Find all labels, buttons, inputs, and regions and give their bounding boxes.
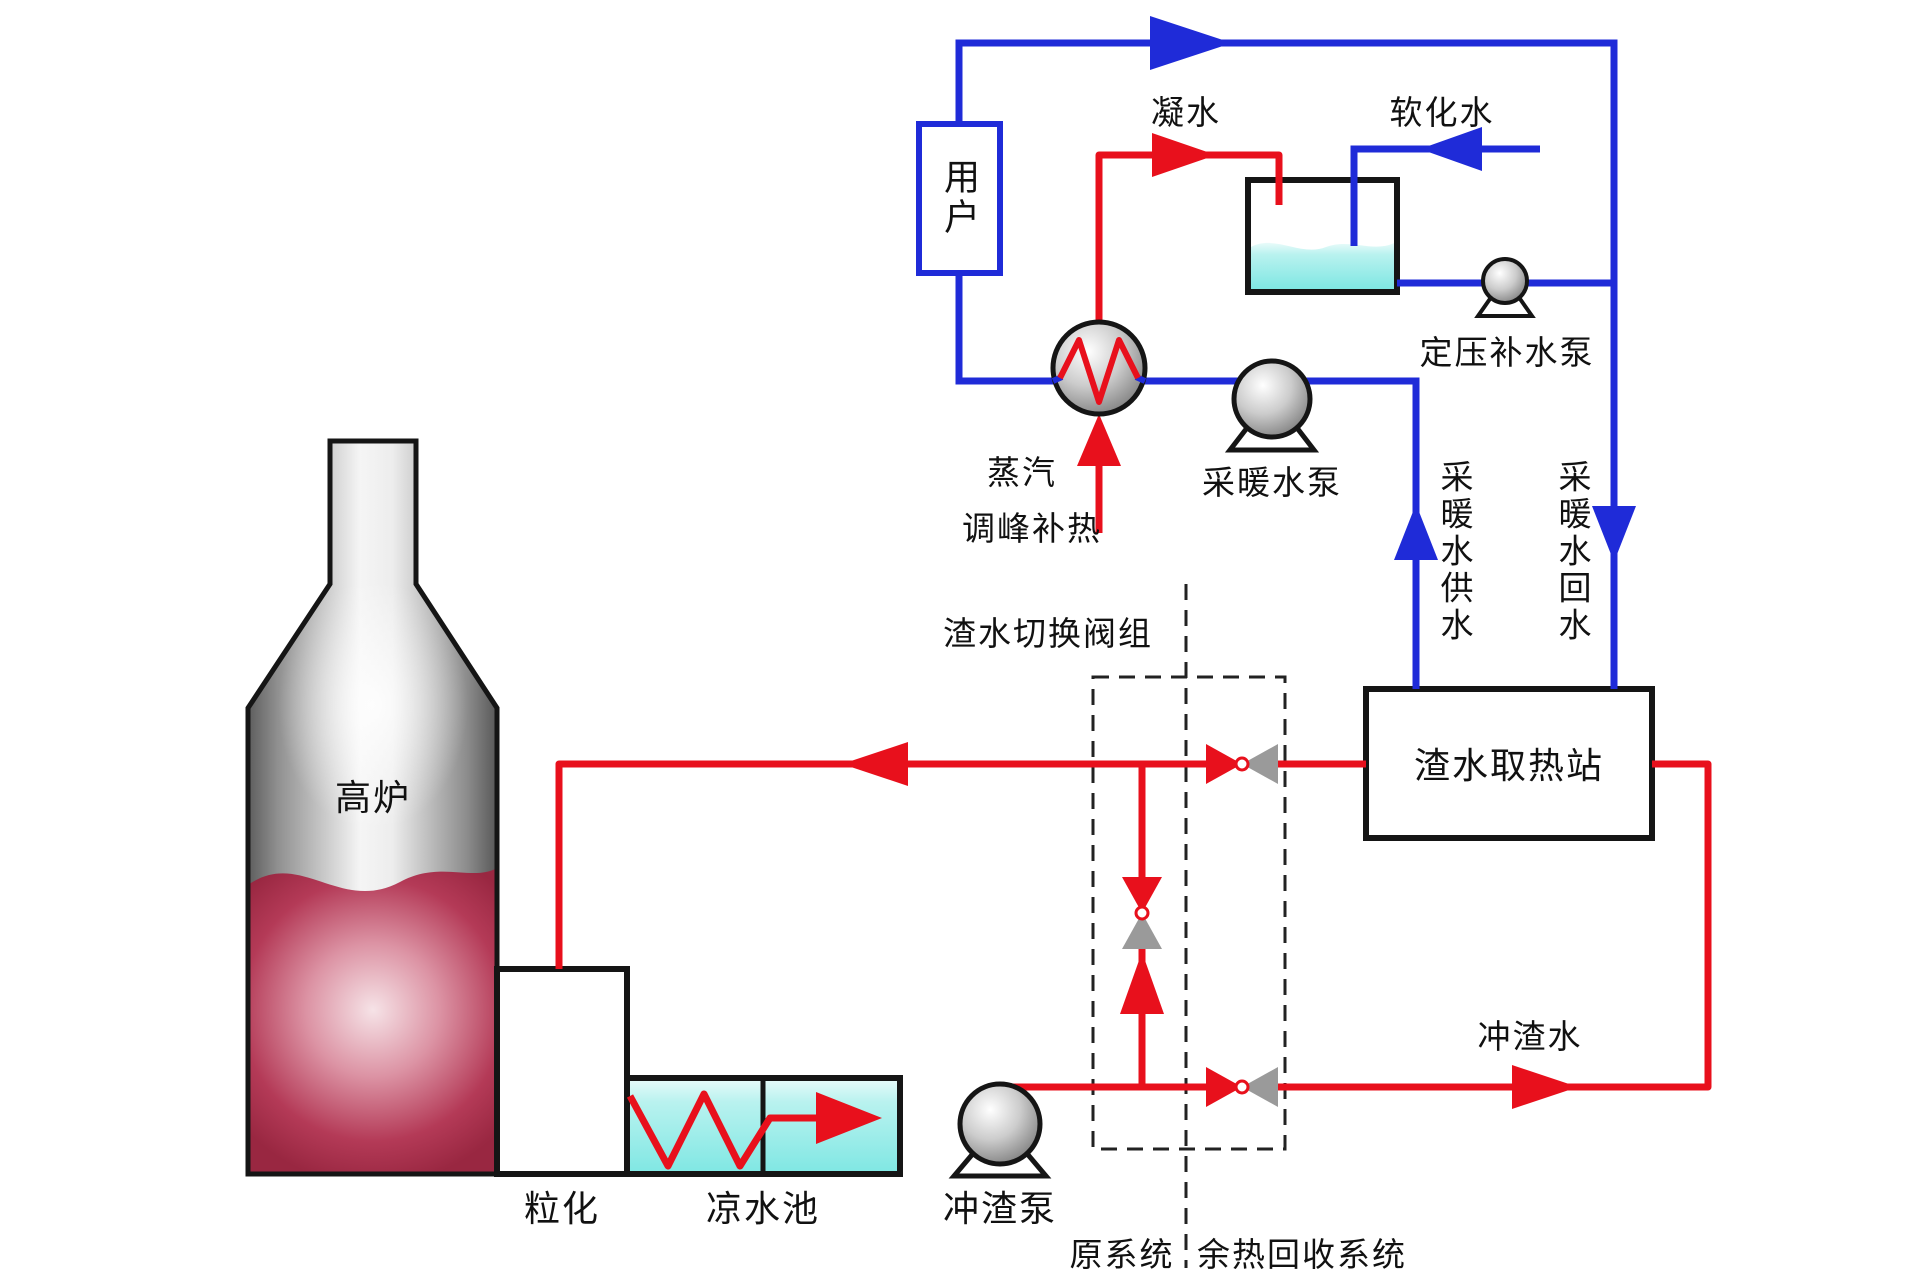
heat-station-label: 渣水取热站 (1413, 745, 1605, 786)
softened-water-label: 软化水 (1389, 94, 1495, 131)
blast-furnace-icon (245, 438, 500, 1177)
granulation-label: 粒化 (523, 1188, 601, 1229)
arrow-pool-right-icon (816, 1092, 882, 1144)
pressure-makeup-pump-label: 定压补水泵 (1419, 334, 1595, 371)
arrow-condensate-right-icon (1152, 133, 1216, 177)
valve-top-icon (1206, 744, 1278, 784)
heating-pump-label: 采暖水泵 (1202, 464, 1342, 501)
arrow-bypass-up-icon (1120, 952, 1164, 1014)
condensate-label: 凝水 (1151, 94, 1221, 131)
heating-supply-water-label: 采暖水供水 (1436, 459, 1473, 645)
pipe-user-return (955, 39, 1618, 689)
arrow-return-down-icon (1592, 506, 1636, 562)
pressure-makeup-pump-icon (1474, 257, 1536, 318)
arrow-softened-left-icon (1420, 127, 1482, 171)
pipe-slag-to-station (1000, 760, 1712, 1091)
arrow-supply-up-icon (1394, 504, 1438, 560)
pool-zigzag-pipe (626, 1090, 818, 1170)
valve-bypass-icon (1122, 877, 1162, 949)
blue-flow-arrows (1150, 16, 1636, 562)
slag-pump-label: 冲渣泵 (942, 1188, 1058, 1229)
slag-water-label: 冲渣水 (1477, 1018, 1583, 1055)
cooling-pool-label: 凉水池 (705, 1188, 821, 1229)
water-tank (1245, 177, 1400, 295)
slag-pump-icon (948, 1081, 1052, 1179)
hot-pipes (555, 151, 1712, 1170)
heat-exchanger-icon (1050, 319, 1148, 417)
blast-furnace-label: 高炉 (334, 777, 412, 818)
heating-return-water-label: 采暖水回水 (1554, 459, 1591, 645)
pipe-supply (1143, 377, 1420, 689)
arrow-top-right-icon (1150, 16, 1232, 70)
pipe-user-to-exchanger (955, 273, 1056, 385)
valve-bottom-icon (1206, 1067, 1278, 1107)
arrow-right-icon (1512, 1065, 1578, 1109)
granulation-box (494, 966, 630, 1177)
valve-group-label: 渣水切换阀组 (943, 615, 1153, 652)
valve-group-dashed-box (1091, 675, 1287, 1151)
steam-label: 蒸汽 (987, 454, 1057, 491)
user-label: 用户 (939, 158, 980, 238)
arrow-left-icon (842, 742, 908, 786)
arrow-steam-up-icon (1077, 414, 1121, 466)
recovery-system-label: 余热回收系统 (1197, 1236, 1407, 1273)
heating-pump-icon (1224, 358, 1320, 453)
pipe-slag-to-granulation (555, 760, 1366, 969)
peak-supplement-heat-label: 调峰补热 (962, 510, 1102, 547)
red-flow-arrows (816, 133, 1578, 1144)
original-system-label: 原系统 (1069, 1236, 1175, 1273)
